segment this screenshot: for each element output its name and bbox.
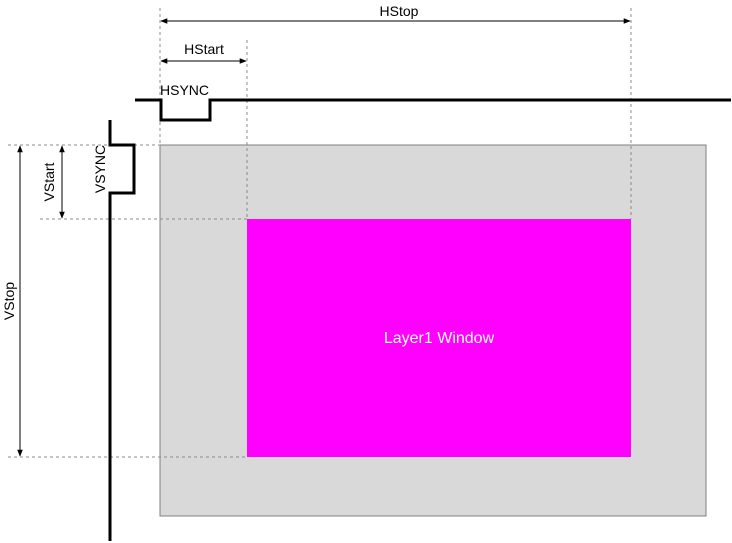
hstop-label: HStop — [380, 3, 419, 19]
layer1-window-label: Layer1 Window — [384, 330, 495, 347]
vsync-label: VSYNC — [92, 145, 108, 193]
vstop-label: VStop — [1, 282, 17, 320]
layer1-window — [247, 219, 631, 457]
hsync-signal-line — [135, 98, 731, 122]
vstart-label: VStart — [41, 162, 57, 201]
hsync-label: HSYNC — [160, 82, 209, 98]
vsync-signal-line — [108, 120, 136, 541]
hstart-label: HStart — [184, 41, 224, 57]
